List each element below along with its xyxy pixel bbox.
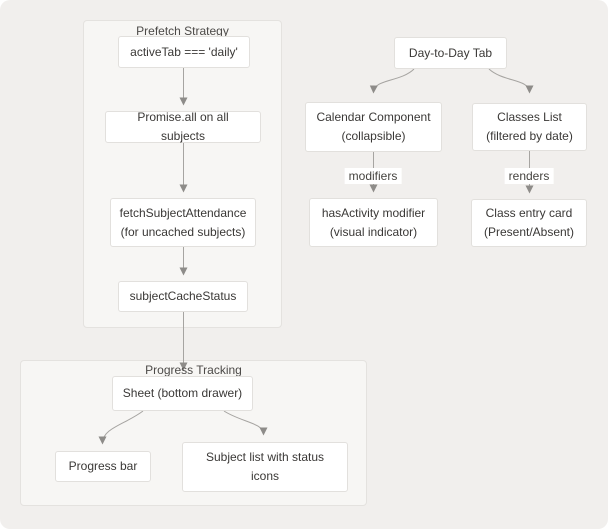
node-label: Day-to-Day Tab — [408, 45, 493, 60]
node-label: Sheet (bottom drawer) — [122, 386, 243, 400]
node-sheet-bottom-drawer[interactable]: Sheet (bottom drawer) — [112, 376, 253, 411]
node-label: Subject list with status icons — [205, 450, 325, 483]
node-promise-all[interactable]: Promise.all on all subjects — [105, 110, 261, 143]
edge-daytab-to-classeslist — [488, 68, 534, 94]
node-label-line1: fetchSubjectAttendance — [119, 205, 247, 220]
node-fetch-subject-attendance[interactable]: fetchSubjectAttendance (for uncached sub… — [110, 198, 256, 247]
node-label: Progress bar — [68, 459, 138, 473]
node-calendar-component[interactable]: Calendar Component (collapsible) — [305, 102, 442, 152]
node-label-line1: Class entry card — [485, 206, 573, 220]
node-label-line2: (Present/Absent) — [483, 225, 575, 239]
node-active-tab-condition[interactable]: activeTab === 'daily' — [118, 36, 250, 68]
node-label-line2: (for uncached subjects) — [120, 224, 246, 239]
group-title-prefetch-strategy: Prefetch Strategy — [136, 24, 229, 38]
node-progress-bar[interactable]: Progress bar — [55, 451, 151, 482]
node-label: Promise.all on all subjects — [137, 110, 229, 143]
node-subject-cache-status[interactable]: subjectCacheStatus — [118, 281, 248, 312]
node-day-to-day-tab[interactable]: Day-to-Day Tab — [394, 37, 507, 69]
node-label-line2: (visual indicator) — [329, 224, 418, 239]
node-label-line1: Classes List — [497, 110, 562, 124]
node-has-activity-modifier[interactable]: hasActivity modifier (visual indicator) — [309, 198, 438, 247]
edge-label-renders: renders — [504, 168, 554, 184]
node-label-line1: Calendar Component — [316, 110, 431, 124]
node-label-line2: (filtered by date) — [486, 129, 573, 143]
group-title-progress-tracking: Progress Tracking — [145, 363, 242, 377]
node-label-line1: hasActivity modifier — [321, 205, 426, 220]
node-label: subjectCacheStatus — [129, 289, 237, 303]
node-subject-list-status-icons[interactable]: Subject list with status icons — [182, 442, 348, 492]
node-label-line2: (collapsible) — [341, 129, 406, 143]
node-label: activeTab === 'daily' — [130, 44, 238, 59]
node-classes-list[interactable]: Classes List (filtered by date) — [472, 103, 587, 151]
group-prefetch-strategy — [83, 20, 282, 328]
edge-label-modifiers: modifiers — [344, 168, 402, 184]
edge-daytab-to-calendar — [369, 68, 415, 94]
node-class-entry-card[interactable]: Class entry card (Present/Absent) — [471, 199, 587, 247]
